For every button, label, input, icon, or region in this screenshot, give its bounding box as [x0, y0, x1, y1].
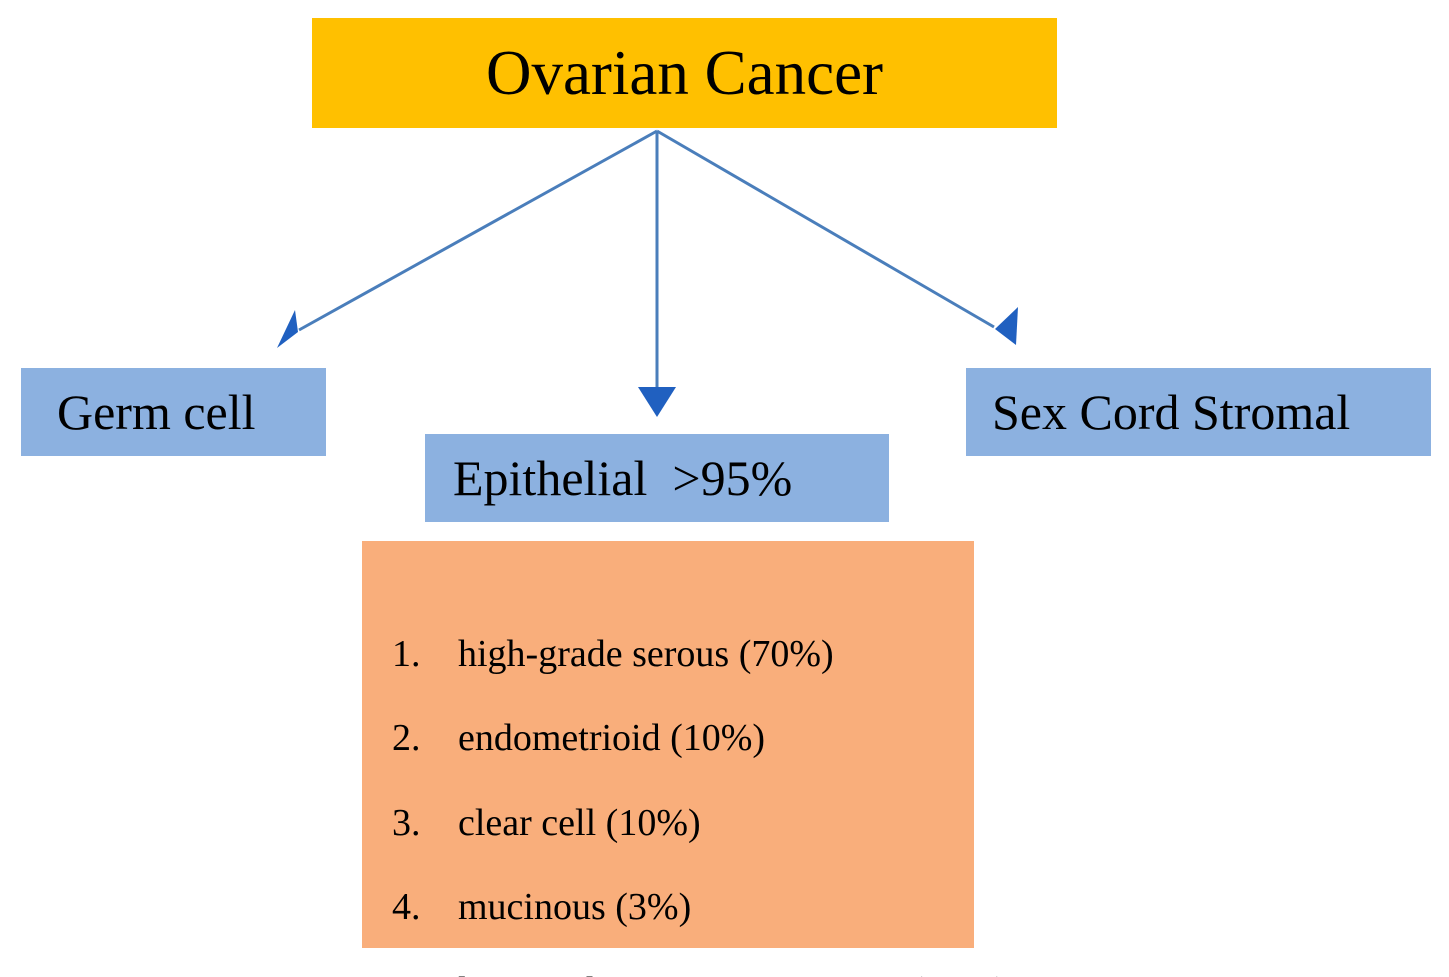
node-ovarian-cancer[interactable]: Ovarian Cancer: [312, 18, 1057, 128]
list-item: 1. high-grade serous (70%): [362, 630, 974, 679]
node-germ-cell[interactable]: Germ cell: [21, 368, 326, 456]
list-item-label: low-grade serous carcinomas (<5%): [458, 967, 1118, 977]
list-item-number: 1.: [392, 633, 421, 676]
list-item-label: mucinous (3%): [458, 885, 692, 928]
list-item-number: 5.: [362, 967, 458, 977]
arrow-root-to-germ-cell: [277, 129, 658, 348]
list-item-label: endometrioid (10%): [458, 717, 766, 760]
arrow-root-to-epithelial: [638, 131, 676, 417]
list-item-number: 2.: [392, 717, 421, 760]
node-epithelial-label: Epithelial >95%: [453, 449, 793, 506]
node-germ-cell-label: Germ cell: [57, 383, 256, 440]
list-item-label: clear cell (10%): [458, 801, 701, 844]
epithelial-subtype-list: 1. high-grade serous (70%) 2. endometrio…: [362, 597, 1008, 977]
epithelial-subtype-list-box: 1. high-grade serous (70%) 2. endometrio…: [362, 541, 1008, 977]
node-sex-cord-stromal[interactable]: Sex Cord Stromal: [966, 368, 1431, 456]
list-item: 3. clear cell (10%): [362, 799, 974, 848]
node-sex-cord-stromal-label: Sex Cord Stromal: [992, 383, 1351, 440]
list-item-number: 4.: [392, 885, 421, 928]
list-item: 5. low-grade serous carcinomas (<5%): [362, 967, 1008, 977]
list-item: 4. mucinous (3%): [362, 883, 974, 932]
list-item-number: 3.: [392, 801, 421, 844]
node-ovarian-cancer-label: Ovarian Cancer: [485, 37, 884, 108]
arrow-root-to-sex-cord-stromal: [656, 129, 1018, 345]
node-epithelial[interactable]: Epithelial >95%: [425, 434, 889, 522]
list-item: 2. endometrioid (10%): [362, 714, 974, 763]
list-item-label: high-grade serous (70%): [458, 633, 834, 676]
